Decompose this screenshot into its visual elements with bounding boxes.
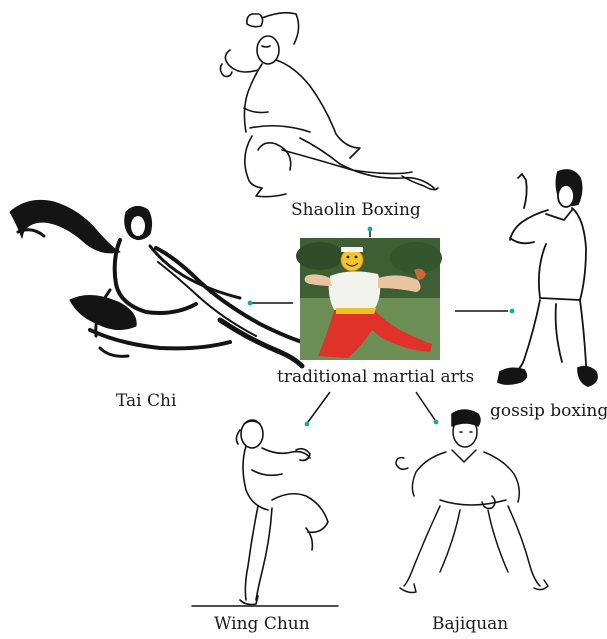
center-photo (296, 238, 442, 360)
shaolin-boxing-figure (220, 13, 438, 197)
label-center-topic: traditional martial arts (277, 367, 474, 387)
tai-chi-figure (10, 200, 302, 366)
label-bajiquan: Bajiquan (432, 614, 508, 634)
label-wing-chun: Wing Chun (214, 614, 310, 634)
smiley-face-icon (341, 249, 363, 271)
label-gossip-boxing: gossip boxing (490, 401, 607, 421)
label-shaolin-boxing: Shaolin Boxing (291, 200, 421, 220)
wing-chun-figure (192, 420, 338, 606)
gossip-boxing-figure (498, 170, 597, 386)
connector-wingchun (308, 392, 330, 422)
label-tai-chi: Tai Chi (116, 391, 176, 411)
bajiquan-figure (396, 410, 548, 593)
connector-bajiquan (416, 392, 435, 420)
